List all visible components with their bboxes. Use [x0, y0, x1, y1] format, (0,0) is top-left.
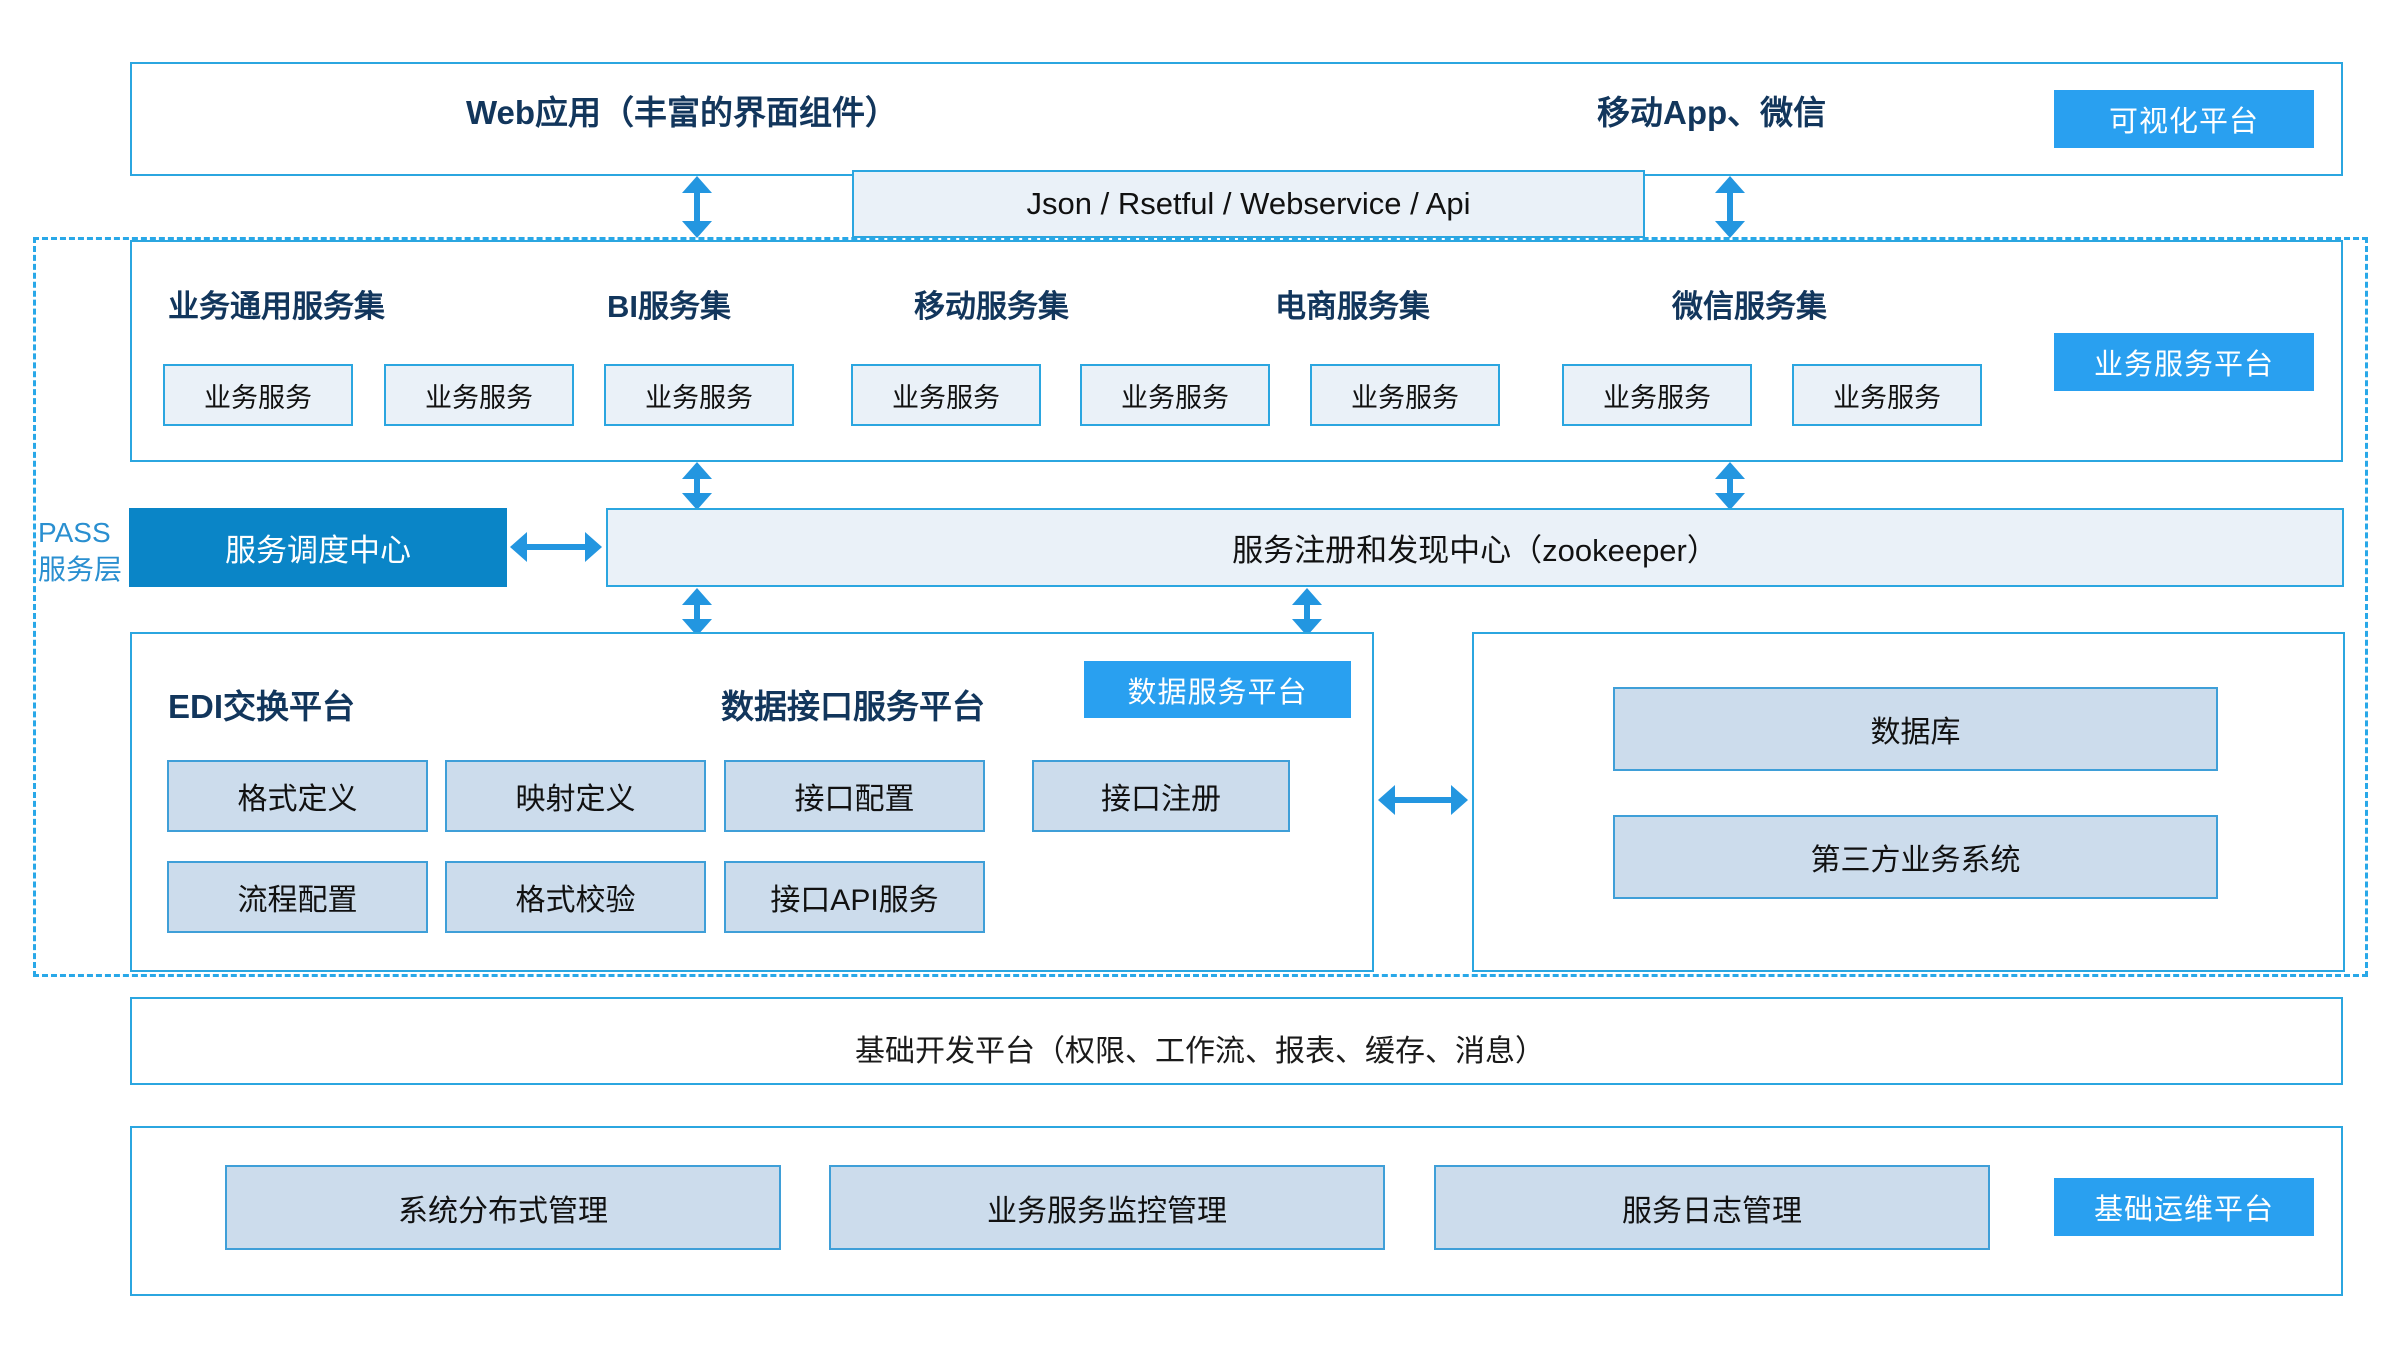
edi-item-mapping-definition[interactable]: 映射定义 [445, 760, 706, 832]
arrow-service-to-registry-right [1713, 462, 1747, 510]
api-item-interface-config[interactable]: 接口配置 [724, 760, 985, 832]
ops-item-distributed-management[interactable]: 系统分布式管理 [225, 1165, 781, 1250]
service-group-title-3: 电商服务集 [1275, 289, 1430, 324]
arrow-visual-to-service-right [1713, 176, 1747, 238]
ops-item-service-monitoring[interactable]: 业务服务监控管理 [829, 1165, 1385, 1250]
service-dispatch-center-box[interactable]: 服务调度中心 [129, 508, 507, 587]
service-box-2[interactable]: 业务服务 [604, 364, 794, 426]
service-box-7[interactable]: 业务服务 [1792, 364, 1982, 426]
business-service-layer-panel [130, 240, 2343, 462]
pass-layer-label-line1: PASS [38, 517, 111, 548]
service-registry-center-box: 服务注册和发现中心（zookeeper） [606, 508, 2344, 587]
data-service-platform-badge[interactable]: 数据服务平台 [1084, 661, 1351, 718]
pass-layer-label-line2: 服务层 [38, 553, 123, 585]
service-group-title-2: 移动服务集 [914, 289, 1069, 324]
external-systems-panel [1472, 632, 2345, 972]
edi-platform-title: EDI交换平台 [168, 688, 356, 725]
visualization-layer-panel [130, 62, 2343, 176]
arrow-service-to-registry-left [680, 462, 714, 510]
service-group-title-0: 业务通用服务集 [168, 289, 385, 324]
api-item-interface-registration[interactable]: 接口注册 [1032, 760, 1290, 832]
arrow-data-to-external [1378, 781, 1468, 819]
arrow-registry-to-data-right [1290, 588, 1324, 636]
edi-item-process-config[interactable]: 流程配置 [167, 861, 428, 933]
foundation-dev-platform-panel [130, 997, 2343, 1085]
web-application-label: Web应用（丰富的界面组件） [466, 94, 899, 131]
arrow-registry-to-data-left [680, 588, 714, 636]
pass-layer-region [33, 237, 2368, 977]
external-item-database[interactable]: 数据库 [1613, 687, 2218, 771]
api-bus-box: Json / Rsetful / Webservice / Api [852, 170, 1645, 238]
service-box-0[interactable]: 业务服务 [163, 364, 353, 426]
external-item-third-party-system[interactable]: 第三方业务系统 [1613, 815, 2218, 899]
api-item-interface-api-service[interactable]: 接口API服务 [724, 861, 985, 933]
pass-layer-label: PASS 服务层 [38, 515, 148, 589]
service-box-5[interactable]: 业务服务 [1310, 364, 1500, 426]
arrow-dispatch-to-registry [510, 528, 602, 566]
edi-item-format-validation[interactable]: 格式校验 [445, 861, 706, 933]
ops-item-service-log-management[interactable]: 服务日志管理 [1434, 1165, 1990, 1250]
visualization-platform-badge[interactable]: 可视化平台 [2054, 90, 2314, 148]
service-box-3[interactable]: 业务服务 [851, 364, 1041, 426]
service-box-6[interactable]: 业务服务 [1562, 364, 1752, 426]
data-api-platform-title: 数据接口服务平台 [721, 688, 985, 725]
service-box-4[interactable]: 业务服务 [1080, 364, 1270, 426]
foundation-dev-platform-label: 基础开发平台（权限、工作流、报表、缓存、消息） [855, 1035, 1545, 1068]
service-group-title-4: 微信服务集 [1672, 289, 1827, 324]
service-group-title-1: BI服务集 [607, 289, 731, 324]
ops-platform-badge[interactable]: 基础运维平台 [2054, 1178, 2314, 1236]
business-service-platform-badge[interactable]: 业务服务平台 [2054, 333, 2314, 391]
arrow-visual-to-service-left [680, 176, 714, 238]
mobile-app-wechat-label: 移动App、微信 [1597, 94, 1827, 131]
edi-item-format-definition[interactable]: 格式定义 [167, 760, 428, 832]
service-box-1[interactable]: 业务服务 [384, 364, 574, 426]
